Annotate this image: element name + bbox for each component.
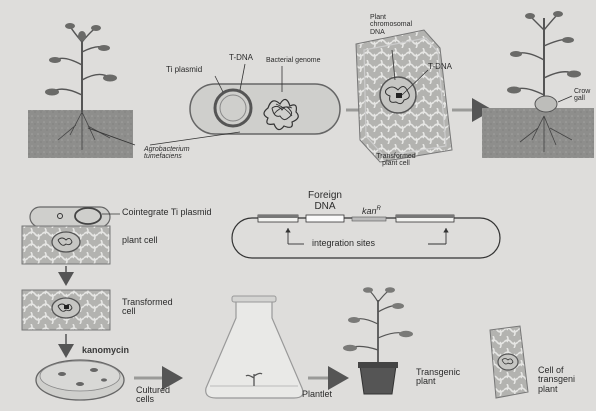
label-ti-plasmid: Ti plasmid	[166, 66, 202, 74]
culture-flask	[206, 296, 303, 398]
label-transformed-cell-line2: cell	[122, 307, 173, 316]
crown-gall-plant	[482, 11, 594, 158]
label-plant-chromosomal-dna: Plant chromosomal DNA	[370, 14, 412, 36]
label-plant-chrom-line1: Plant	[370, 14, 412, 21]
tomato-plant-left	[28, 23, 133, 158]
label-kan-r-superscript: R	[377, 206, 381, 212]
label-plant-chrom-line3: DNA	[370, 29, 412, 36]
label-cultured-cells: Cultured cells	[136, 386, 170, 405]
label-t-dna-right: T-DNA	[428, 63, 452, 71]
label-plantlet: Plantlet	[302, 390, 332, 399]
label-agro-line2: tumefaciens	[144, 153, 190, 160]
label-transformed-plant-cell: Transformed plant cell	[366, 153, 426, 168]
label-foreign-dna-line1: Foreign	[296, 191, 354, 202]
label-cell-of-transgenic-line3: plant	[538, 385, 575, 394]
label-bacterial-genome: Bacterial genome	[266, 57, 320, 64]
plasmid-map	[232, 215, 500, 258]
label-cointegrate: Cointegrate Ti plasmid	[122, 208, 212, 217]
label-agrobacterium: Agrobacterium tumefaciens	[144, 146, 190, 161]
label-cultured-cells-line2: cells	[136, 395, 170, 404]
label-foreign-dna-line2: DNA	[296, 202, 354, 213]
label-plant-chrom-line2: chromosomal	[370, 21, 412, 28]
label-plant-cell: plant cell	[122, 236, 158, 245]
label-foreign-dna: Foreign DNA	[296, 191, 354, 212]
label-crown-gall-line1: Crow	[574, 88, 590, 95]
label-transformed-plant-cell-line1: Transformed	[366, 153, 426, 160]
label-integration-sites: integration sites	[312, 239, 375, 248]
label-kan-r-text: kan	[362, 206, 377, 216]
label-crown-gall: Crow gall	[574, 88, 590, 103]
label-transformed-plant-cell-line2: plant cell	[366, 160, 426, 167]
label-cell-of-transgenic-plant: Cell of transgeni plant	[538, 366, 575, 394]
label-kan-r: kanR	[362, 206, 381, 216]
label-transgenic-plant-line2: plant	[416, 377, 460, 386]
transformed-plant-cell-top	[356, 30, 452, 162]
cell-of-transgenic-plant	[490, 326, 528, 398]
cointegrate-plasmid-bacterium	[30, 207, 110, 227]
transgenic-potted-plant	[343, 287, 413, 394]
petri-dish	[36, 360, 124, 400]
label-transgenic-plant: Transgenic plant	[416, 368, 460, 387]
plant-cell-box	[22, 226, 110, 264]
transformed-cell-box	[22, 290, 110, 330]
label-crown-gall-line2: gall	[574, 95, 590, 102]
label-t-dna-top: T-DNA	[229, 54, 253, 62]
agrobacterium-cell	[190, 84, 340, 134]
label-agro-line1: Agrobacterium	[144, 146, 190, 153]
label-transformed-cell: Transformed cell	[122, 298, 173, 317]
label-kanomycin: kanomycin	[82, 346, 129, 355]
